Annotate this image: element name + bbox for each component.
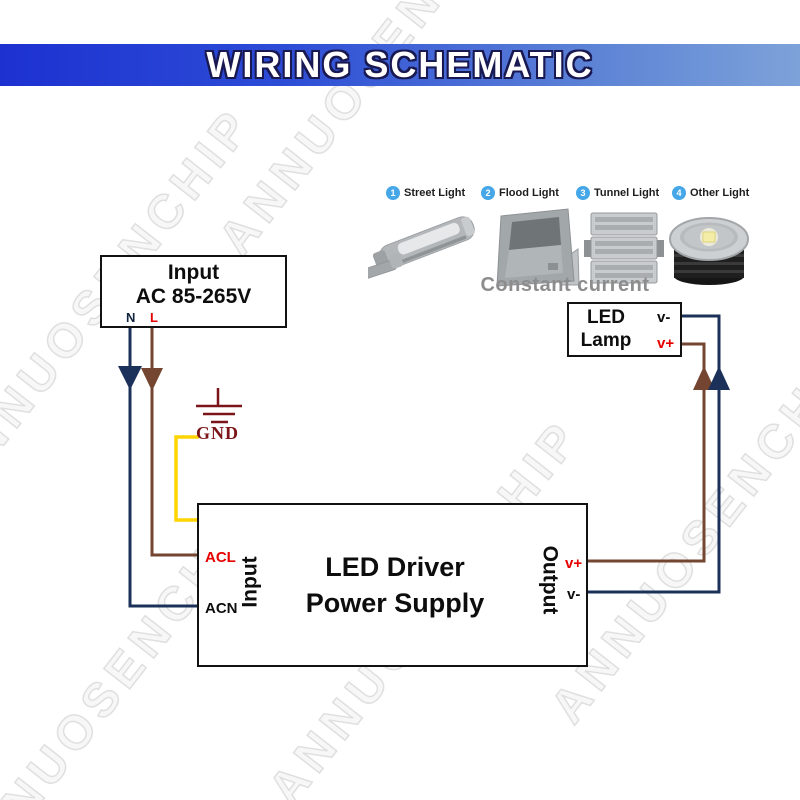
- driver-title-line2: Power Supply: [305, 588, 485, 618]
- product-label: Other Light: [690, 187, 750, 199]
- number-badge-icon: 2: [481, 186, 495, 200]
- tunnel-light-icon: [583, 210, 665, 293]
- lamp-title-line2: Lamp: [580, 330, 632, 351]
- arrow-down-icon: [141, 368, 163, 391]
- driver-title-line1: LED Driver: [325, 552, 465, 582]
- constant-current-caption: Constant current: [480, 274, 650, 296]
- number-badge-icon: 3: [576, 186, 590, 200]
- driver-title: LED Driver Power Supply: [267, 549, 523, 621]
- lamp-title-line1: LED: [587, 307, 625, 328]
- product-label: Tunnel Light: [594, 187, 660, 199]
- wire-output-positive: [586, 342, 706, 563]
- title-banner: WIRING SCHEMATIC: [0, 44, 800, 86]
- wire-output-negative: [586, 314, 721, 594]
- wire-live: [150, 326, 199, 557]
- lamp-positive-terminal: v+: [657, 335, 675, 352]
- input-voltage: AC 85-265V: [135, 285, 252, 308]
- acn-terminal: ACN: [205, 600, 238, 617]
- lamp-negative-terminal: v-: [657, 309, 671, 326]
- arrow-up-icon: [693, 366, 715, 390]
- page-title: WIRING SCHEMATIC: [206, 44, 594, 85]
- product-label: Flood Light: [499, 187, 559, 199]
- neutral-terminal-label: N: [126, 310, 136, 325]
- led-driver-box: ACL ACN Input LED Driver Power Supply Ou…: [197, 503, 588, 667]
- legend-other-light: 4 Other Light: [672, 186, 749, 200]
- gnd-label: GND: [196, 423, 239, 443]
- number-badge-icon: 4: [672, 186, 686, 200]
- acl-terminal: ACL: [205, 549, 236, 566]
- driver-input-side-label: Input: [239, 556, 262, 608]
- ac-input-box: Input AC 85-265V N L: [100, 255, 287, 328]
- other-light-icon: [665, 210, 753, 295]
- wire-ground: [174, 435, 199, 522]
- flood-light-icon: [488, 203, 582, 303]
- product-label: Street Light: [404, 187, 466, 199]
- led-lamp-box: LED Lamp v- v+: [567, 302, 682, 357]
- wire-neutral: [128, 326, 199, 608]
- driver-positive-terminal: v+: [565, 555, 583, 572]
- ground-symbol-icon: [196, 388, 242, 424]
- input-box-title: Input: [167, 261, 220, 284]
- arrow-down-icon: [118, 366, 142, 390]
- legend-tunnel-light: 3 Tunnel Light: [576, 186, 659, 200]
- number-badge-icon: 1: [386, 186, 400, 200]
- live-terminal-label: L: [150, 310, 158, 325]
- legend-flood-light: 2 Flood Light: [481, 186, 559, 200]
- arrow-up-icon: [708, 366, 730, 390]
- driver-negative-terminal: v-: [567, 586, 581, 603]
- driver-output-side-label: Output: [538, 545, 561, 615]
- legend-street-light: 1 Street Light: [386, 186, 465, 200]
